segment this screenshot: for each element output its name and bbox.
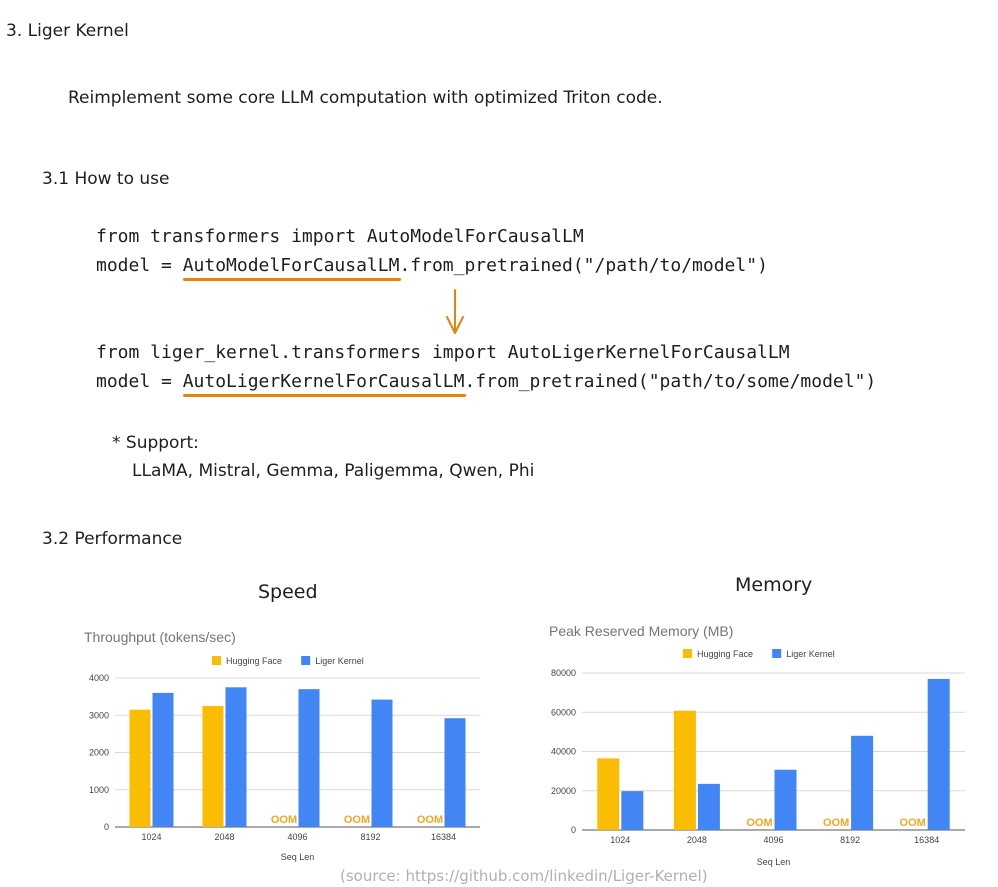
legend-label: Liger Kernel [315, 656, 364, 666]
bar [697, 783, 720, 830]
legend-label: Hugging Face [226, 656, 282, 666]
oom-annotation: OOM [271, 814, 297, 826]
bar [774, 769, 797, 830]
y-tick-label: 0 [104, 822, 109, 832]
hf-class-underlined: AutoModelForCausalLM [182, 255, 402, 281]
y-tick-label: 20000 [551, 786, 576, 796]
y-tick-label: 40000 [551, 747, 576, 757]
bar [152, 692, 174, 827]
code-line-hf-model: model = AutoModelForCausalLM.from_pretra… [96, 255, 768, 281]
legend-swatch [212, 656, 221, 665]
bar [621, 791, 644, 830]
y-tick-label: 60000 [551, 707, 576, 717]
liger-class-underlined: AutoLigerKernelForCausalLM [182, 371, 467, 397]
chart-title: Peak Reserved Memory (MB) [549, 623, 733, 639]
bar [225, 687, 247, 827]
bar [444, 718, 466, 827]
code-suffix: .from_pretrained("path/to/some/model") [464, 371, 877, 392]
code-line-liger-model: model = AutoLigerKernelForCausalLM.from_… [96, 371, 877, 397]
y-tick-label: 1000 [89, 785, 109, 795]
bar [851, 735, 874, 830]
code-prefix: model = [96, 255, 183, 276]
oom-annotation: OOM [344, 814, 370, 826]
x-tick-label: 4096 [287, 832, 307, 842]
section-title: 3. Liger Kernel [6, 21, 129, 41]
memory-title: Memory [735, 574, 813, 596]
how-to-use-heading: 3.1 How to use [42, 169, 170, 189]
y-tick-label: 0 [571, 825, 576, 835]
x-tick-label: 16384 [914, 835, 939, 845]
x-tick-label: 4096 [763, 835, 783, 845]
code-suffix: .from_pretrained("/path/to/model") [399, 255, 768, 276]
oom-annotation: OOM [746, 817, 772, 829]
x-tick-label: 8192 [840, 835, 860, 845]
code-prefix: model = [96, 371, 183, 392]
y-tick-label: 4000 [89, 673, 109, 683]
oom-annotation: OOM [900, 817, 926, 829]
y-tick-label: 3000 [89, 710, 109, 720]
x-tick-label: 2048 [214, 832, 234, 842]
bar [927, 678, 950, 830]
bar [298, 689, 320, 827]
bar [371, 699, 393, 827]
source-citation: (source: https://github.com/linkedin/Lig… [340, 867, 708, 885]
bar [129, 709, 151, 827]
support-label: * Support: [112, 433, 199, 453]
performance-heading: 3.2 Performance [42, 529, 183, 549]
x-axis-label: Seq Len [757, 857, 791, 867]
x-axis-label: Seq Len [281, 852, 315, 862]
code-line-import-liger: from liger_kernel.transformers import Au… [96, 342, 790, 363]
legend-label: Hugging Face [697, 649, 753, 659]
x-tick-label: 1024 [610, 835, 630, 845]
x-tick-label: 2048 [687, 835, 707, 845]
oom-annotation: OOM [823, 817, 849, 829]
bar [597, 758, 620, 830]
code-line-import-transformers: from transformers import AutoModelForCau… [96, 226, 584, 247]
legend-swatch [301, 656, 311, 665]
legend-swatch [683, 649, 692, 658]
bar [202, 705, 224, 827]
legend-swatch [772, 649, 782, 658]
x-tick-label: 8192 [360, 832, 380, 842]
oom-annotation: OOM [417, 814, 443, 826]
support-models: LLaMA, Mistral, Gemma, Paligemma, Qwen, … [132, 461, 535, 481]
bar [673, 710, 696, 830]
x-tick-label: 1024 [141, 832, 161, 842]
chart-title: Throughput (tokens/sec) [84, 629, 236, 645]
y-tick-label: 2000 [89, 748, 109, 758]
section-description: Reimplement some core LLM computation wi… [68, 88, 663, 108]
x-tick-label: 16384 [431, 832, 456, 842]
y-tick-label: 80000 [551, 668, 576, 678]
speed-title: Speed [258, 581, 318, 603]
legend-label: Liger Kernel [786, 649, 835, 659]
